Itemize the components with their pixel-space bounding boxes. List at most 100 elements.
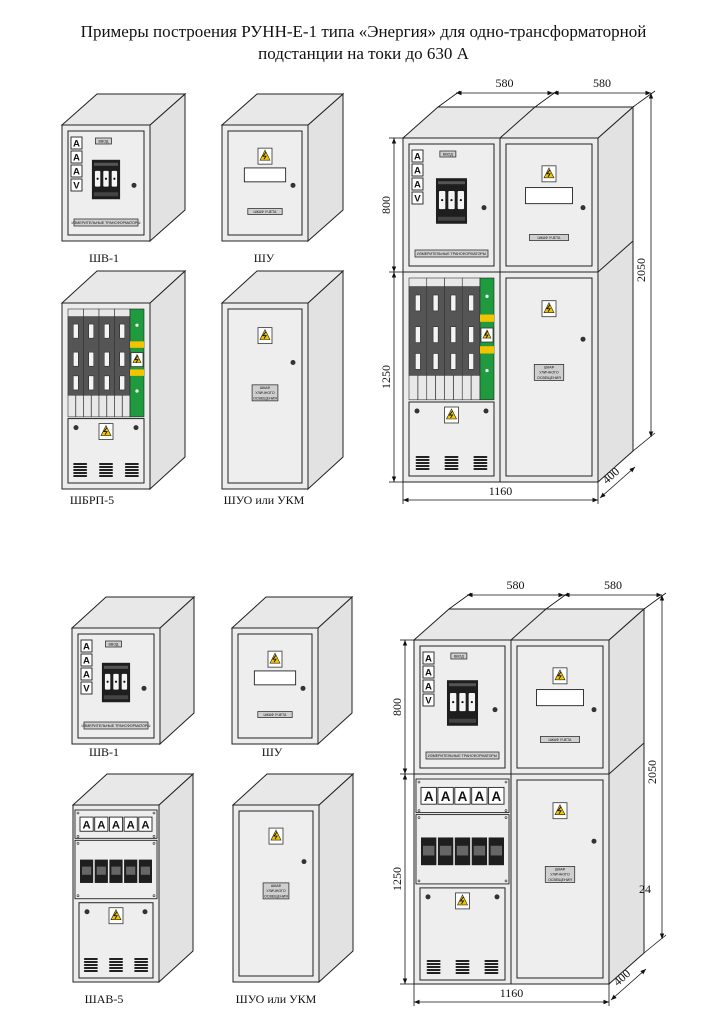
meter-label: A [73, 167, 80, 178]
meter-label: A [425, 668, 432, 679]
door-lock-icon [290, 360, 296, 366]
nameplate-text: ШКАФ УЧЕТА [549, 738, 573, 742]
meter-label: A [425, 682, 432, 693]
meter-label: A [414, 180, 421, 191]
nameplate-text: ШКАФ [260, 386, 271, 390]
fuse-slot [88, 323, 94, 339]
cabinet-shbrp-top [60, 269, 187, 491]
nameplate [544, 866, 576, 883]
door-lock-icon [481, 205, 487, 211]
indicator-dot [135, 389, 139, 393]
dimension-label: 1250 [390, 867, 404, 891]
nameplate-text: ШКАФ УЧЕТА [254, 210, 278, 214]
vent-slot [415, 456, 430, 458]
fuse-slot [73, 323, 79, 339]
door-lock-icon [580, 205, 586, 211]
meter [411, 191, 424, 205]
vent-slot [134, 970, 149, 972]
cabinet-side [608, 607, 645, 986]
extension-line [632, 432, 656, 452]
dimension-label: 580 [604, 578, 622, 592]
fuse-slot [119, 351, 125, 367]
breaker-pole-dot [470, 700, 473, 704]
nameplate [439, 150, 457, 158]
lightning-bolt [557, 806, 562, 814]
nameplate-text: ВВОД [443, 152, 453, 156]
breaker-toggle [82, 866, 92, 875]
nameplate [414, 249, 489, 258]
vent-slot [134, 967, 149, 969]
breaker-toggle [439, 845, 452, 856]
fuse-slot [432, 326, 439, 343]
screw [152, 811, 156, 815]
nameplate [247, 208, 283, 215]
meter [454, 786, 471, 805]
vent-slot [109, 970, 123, 972]
breaker-top-rail [103, 665, 129, 669]
section-edge [510, 608, 547, 641]
breaker-toggle [456, 845, 469, 856]
vent-slot [83, 964, 98, 966]
fuse-switch [98, 308, 115, 418]
main-breaker [446, 680, 479, 726]
vent-slot [109, 961, 123, 963]
door-panel [516, 645, 604, 769]
meter-label: A [83, 656, 90, 667]
warning-sign-icon [480, 327, 494, 343]
label-shbrp: ШБРП-5 [70, 493, 114, 507]
meter-label: A [458, 789, 468, 804]
stray-mark-label: 24 [639, 882, 651, 896]
screw [76, 835, 80, 838]
fuse-switch [426, 277, 445, 401]
meter-label: A [73, 139, 80, 150]
section-edge [499, 106, 536, 139]
extension-line [643, 934, 667, 954]
meter-label: A [141, 819, 149, 831]
breaker-top-rail [448, 683, 477, 687]
vent-slot [124, 466, 139, 468]
main-breaker [91, 159, 121, 200]
meter [79, 816, 94, 832]
door-lock-icon [580, 336, 586, 342]
vent-slot [134, 961, 149, 963]
vent-slot [444, 468, 459, 470]
vent-slot [99, 469, 113, 471]
dimension-label: 580 [507, 578, 525, 592]
fuse-slot [415, 294, 421, 312]
nameplate-text: ИЗМЕРИТЕЛЬНЫЕ ТРАНСФОРМАТОРЫ [417, 252, 486, 256]
meter-label: A [127, 819, 135, 831]
vent-slot [83, 958, 98, 960]
vent-slot [124, 469, 139, 471]
nameplate [529, 234, 570, 241]
nameplate-text: ШКАФ [544, 365, 555, 369]
vent-slot [455, 969, 470, 971]
meter [471, 786, 488, 805]
label-shu: ШУ [262, 745, 283, 759]
meter-label: A [491, 789, 501, 804]
warning-triangle [132, 353, 142, 363]
label-shuo: ШУО или УКМ [236, 992, 317, 1006]
breaker-bottom-rail [437, 216, 466, 221]
busbar-stripe [480, 346, 494, 354]
screw [417, 816, 421, 819]
section-edge [608, 742, 645, 775]
lightning-bolt [262, 151, 267, 160]
nameplate-text: ВВОД [99, 139, 109, 143]
nameplate [105, 640, 122, 648]
lightning-bolt [272, 654, 277, 663]
nameplate-text: ШКАФ УЧЕТА [538, 236, 562, 240]
vent-slot [473, 462, 488, 464]
breaker-bottom-rail [103, 695, 129, 700]
lightning-bolt [103, 427, 108, 435]
door-lock-icon [301, 859, 307, 865]
meter [70, 178, 83, 192]
dimension-label: 2050 [645, 760, 659, 784]
fuse-slot [432, 294, 439, 312]
